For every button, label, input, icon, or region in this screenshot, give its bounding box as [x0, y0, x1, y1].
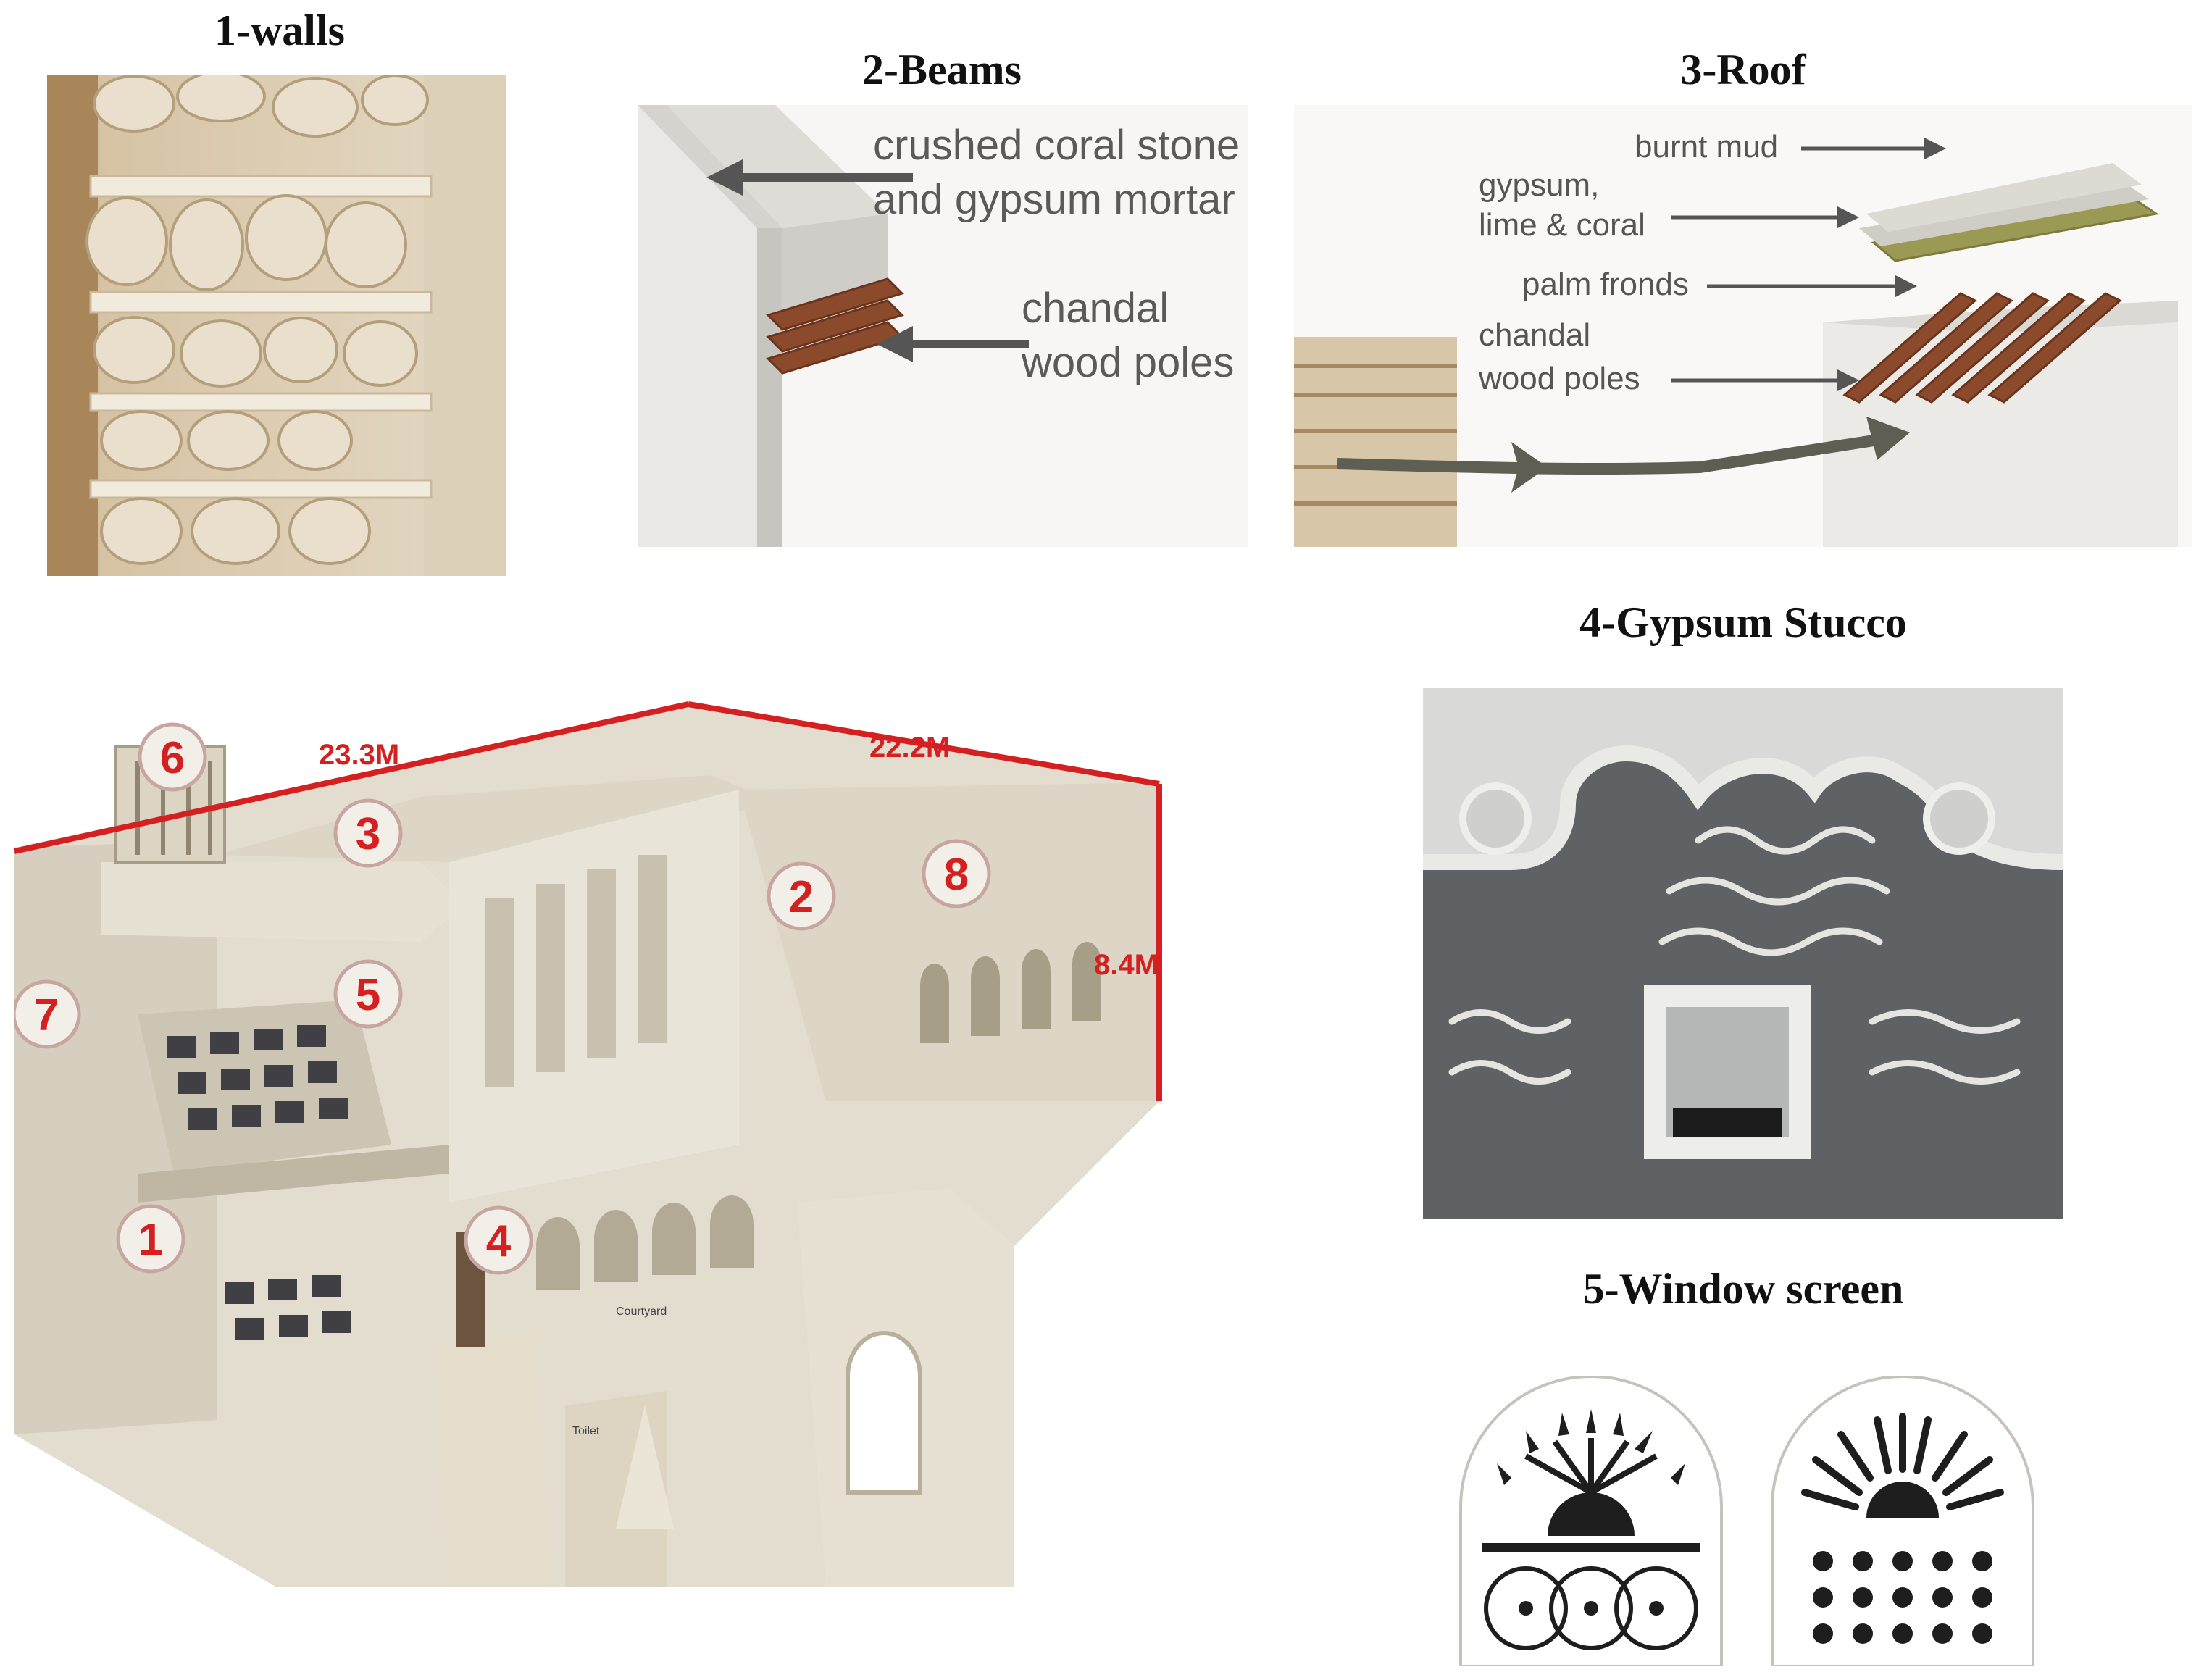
roof-label-gypsum-1: gypsum,	[1479, 167, 1599, 203]
marker-2: 2	[789, 872, 814, 922]
beams-label-mortar-2: and gypsum mortar	[873, 176, 1235, 223]
marker-4: 4	[486, 1216, 512, 1266]
title-roof: 3-Roof	[1680, 46, 1806, 93]
beams-label-poles-1: chandal	[1022, 285, 1169, 332]
dimension-length: 23.3M	[319, 739, 399, 771]
title-window-screen: 5-Window screen	[1582, 1265, 1904, 1313]
marker-8: 8	[944, 850, 969, 900]
marker-6: 6	[160, 733, 185, 783]
house-cutaway: Courtyard Toilet 23.3M 22.2M 8.4M 1 2 3 …	[14, 695, 1203, 1587]
walls-photo	[47, 75, 506, 576]
marker-4-circle	[464, 1205, 533, 1275]
beams-diagram: crushed coral stone and gypsum mortar ch…	[638, 105, 1248, 547]
title-beams: 2-Beams	[862, 46, 1022, 93]
marker-7: 7	[34, 990, 59, 1040]
marker-8-circle	[922, 839, 991, 908]
beams-label-mortar-1: crushed coral stone	[873, 122, 1240, 169]
marker-3-circle	[333, 798, 403, 868]
gypsum-stucco-photo	[1423, 688, 2063, 1219]
toilet-label: Toilet	[572, 1425, 600, 1437]
roof-label-gypsum-2: lime & coral	[1479, 207, 1645, 243]
dimension-height: 8.4M	[1094, 949, 1159, 981]
marker-5: 5	[356, 970, 380, 1020]
window-screen-left	[1453, 1376, 1729, 1666]
roof-label-palm-fronds: palm fronds	[1522, 267, 1689, 302]
window-screen-right	[1765, 1376, 2040, 1666]
roof-label-poles-2: wood poles	[1478, 361, 1640, 396]
marker-5-circle	[333, 959, 403, 1029]
roof-label-poles-1: chandal	[1479, 317, 1590, 353]
marker-2-circle	[767, 861, 836, 931]
marker-3: 3	[356, 809, 380, 859]
title-gypsum-stucco: 4-Gypsum Stucco	[1579, 598, 1907, 646]
dimension-width: 22.2M	[869, 732, 950, 764]
title-walls: 1-walls	[214, 7, 345, 54]
marker-1-circle	[116, 1204, 185, 1274]
roof-label-burnt-mud: burnt mud	[1635, 129, 1778, 164]
marker-1: 1	[138, 1215, 163, 1265]
marker-6-circle	[138, 722, 207, 792]
roof-diagram: burnt mud gypsum, lime & coral palm fron…	[1294, 105, 2192, 547]
marker-7-circle	[14, 979, 81, 1049]
beams-label-poles-2: wood poles	[1021, 339, 1234, 386]
courtyard-label: Courtyard	[616, 1305, 667, 1318]
